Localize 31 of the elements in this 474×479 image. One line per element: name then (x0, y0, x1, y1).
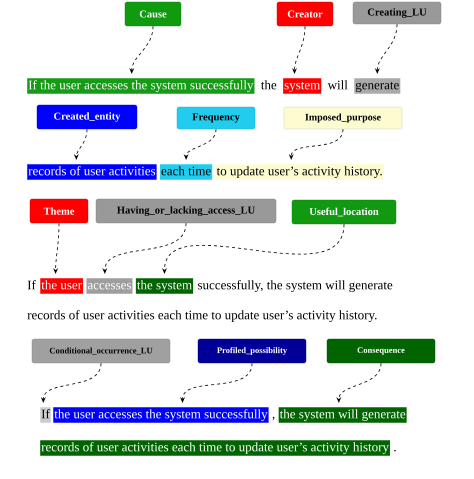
highlighted-phrase: system (283, 78, 322, 94)
tag-box: Consequence (326, 338, 436, 364)
tag-box: Creating_LU (352, 2, 442, 24)
tag-box: Creator (276, 2, 334, 26)
highlighted-phrase: the system (136, 278, 194, 294)
highlighted-phrase: to update user’s activity history. (216, 164, 384, 180)
tag-box: Having_or_lacking_access_LU (96, 198, 276, 224)
highlighted-phrase: the system will generate (278, 407, 407, 423)
tag-box: Conditional_occurrence_LU (32, 338, 170, 364)
highlighted-phrase: generate (354, 78, 400, 94)
tag-box: Imposed_purpose (284, 106, 402, 130)
sentence-text: the (261, 80, 276, 90)
highlighted-phrase: the user (40, 278, 84, 294)
tag-box: Profiled_possibility (198, 338, 306, 364)
tag-box: Created_entity (36, 104, 138, 130)
sentence-text: will (328, 80, 348, 90)
sentence-text: successfully, the system will generate (198, 280, 392, 292)
tag-box: Theme (30, 198, 88, 224)
tag-box: Cause (124, 2, 182, 26)
highlighted-phrase: accesses (86, 278, 132, 294)
sentence-text: records of user activities each time to update user’s activity history. (27, 310, 377, 322)
highlighted-phrase: the user accesses the system successfully (53, 407, 269, 423)
highlighted-phrase: If the user accesses the system successfully (27, 78, 254, 94)
highlighted-phrase: records of user activities (27, 164, 157, 180)
tag-box: Frequency (176, 106, 256, 130)
tag-box: Useful_location (292, 200, 396, 224)
highlighted-phrase: records of user activities each time to update user’s activity history (40, 440, 390, 456)
highlighted-phrase: each time (160, 164, 212, 180)
sentence-text: . (394, 450, 396, 452)
highlighted-phrase: If (40, 407, 51, 423)
sentence-text: , (272, 416, 274, 420)
